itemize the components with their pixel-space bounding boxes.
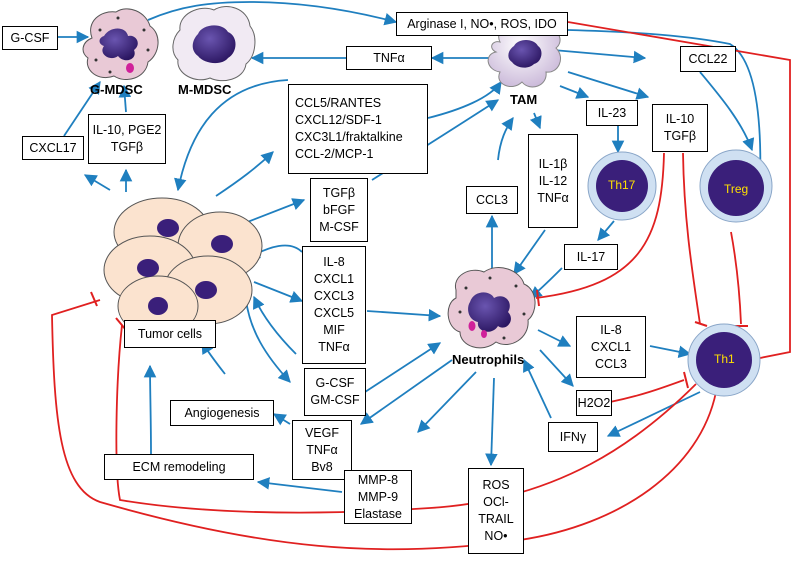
box-arginase: Arginase I, NO•, ROS, IDO <box>396 12 568 36</box>
arrow-neutrophils-to-ros <box>485 377 498 467</box>
arrow-th1-to-ifng <box>606 391 701 437</box>
arrow-tam-to-ccl22 <box>552 49 647 64</box>
box-gcsf-top: G-CSF <box>2 26 58 50</box>
box-tnfa-top: TNFα <box>346 46 432 70</box>
label-treg: Treg <box>724 182 749 196</box>
inhibit-th1-to-tumor-inner <box>115 324 697 514</box>
arrow-ccl22-to-treg <box>699 71 755 152</box>
arrow-il17-to-neutrophils <box>529 267 563 299</box>
arrow-tumor-to-gcsf <box>245 299 291 383</box>
arrow-chemokines-to-tam <box>427 80 502 119</box>
inhibition-lines <box>51 21 791 551</box>
arrow-tam-to-il1b <box>529 112 542 130</box>
label-m-mdsc: M-MDSC <box>178 82 232 97</box>
arrow-neutrophils-to-mmp <box>417 371 477 433</box>
label-neutrophils: Neutrophils <box>452 352 525 367</box>
tumor-cell-cluster <box>103 197 263 337</box>
inhibit-il10-to-th1 <box>682 152 701 325</box>
label-g-mdsc: G-MDSC <box>90 82 143 97</box>
inhibit-il10-to-neutrophils <box>535 152 665 299</box>
arrow-il8-to-neutrophils <box>366 308 442 322</box>
arrow-il1b-to-neutrophils <box>513 229 546 276</box>
arrow-il10pge2-to-gmdsc <box>118 84 132 113</box>
arrow-tam-to-il23 <box>559 85 590 99</box>
box-cxcl17: CXCL17 <box>22 136 84 160</box>
arrow-th17-to-il17 <box>597 220 615 241</box>
inhibit-h2o2-to-th1 <box>609 379 685 403</box>
arrow-ccl3-to-tam <box>497 116 514 161</box>
th17-cell <box>587 151 657 221</box>
arrow-il8group-2-to-tumor <box>253 295 297 355</box>
arrow-tumor-to-chemokines <box>215 151 274 197</box>
treg-cell <box>699 149 773 223</box>
label-tam: TAM <box>510 92 538 107</box>
inhibit-th1-to-tumor-outer <box>51 299 717 551</box>
arrow-neutrophils-to-vegf <box>359 359 453 425</box>
neutrophil-cell <box>447 267 536 349</box>
arrow-tumor-to-il8group <box>253 281 304 303</box>
box-ifng: IFNγ <box>548 422 598 452</box>
arrow-gmdsc-to-arginase <box>147 1 398 26</box>
arrow-ifng-to-neutrophils <box>523 358 552 419</box>
label-th17: Th17 <box>608 178 636 192</box>
arrow-cxcl17-to-gmdsc <box>63 80 101 137</box>
inhibit-treg-to-th1 <box>730 231 742 325</box>
arrow-gcsf-to-neutrophils <box>364 342 442 393</box>
box-ccl22: CCL22 <box>680 46 736 72</box>
box-il23: IL-23 <box>586 100 638 126</box>
label-th1: Th1 <box>714 352 735 366</box>
box-ecm: ECM remodeling <box>104 454 254 480</box>
arrow-vegf-to-angiogenesis <box>272 413 291 426</box>
arrow-il8cxcl1-to-th1 <box>649 345 692 358</box>
arrow-tam-to-il10 <box>567 71 650 100</box>
box-ccl3: CCL3 <box>466 186 518 214</box>
inhibit-arginase-to-th1 <box>567 21 791 361</box>
box-tumor-cells: Tumor cells <box>124 320 216 348</box>
arrow-chemokines-to-tumor <box>174 79 289 192</box>
arrow-neutrophils-to-h2o2 <box>539 349 574 387</box>
g-mdsc-cell <box>82 8 159 80</box>
m-mdsc-cell <box>172 6 256 82</box>
arrow-ecm-to-tumor <box>143 364 157 455</box>
box-il17: IL-17 <box>564 244 618 270</box>
arrow-tumor-to-cxcl17 <box>83 174 111 191</box>
box-h2o2: H2O2 <box>576 390 612 416</box>
th1-cell <box>687 323 761 397</box>
box-angiogenesis: Angiogenesis <box>170 400 274 426</box>
arrow-mmp-to-ecm <box>256 477 343 493</box>
arrow-neutrophils-to-il8cxcl1 <box>537 329 572 347</box>
